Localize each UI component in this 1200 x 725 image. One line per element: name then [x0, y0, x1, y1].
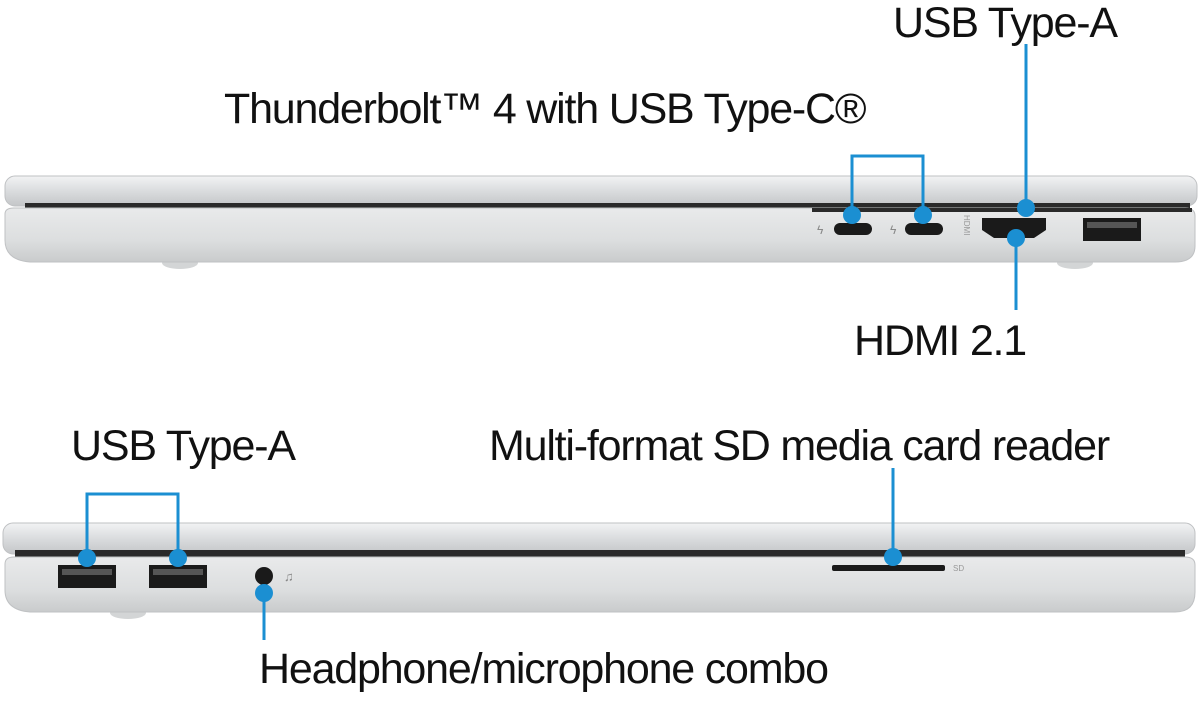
usb-a-port-right	[1083, 218, 1141, 241]
sd-port-mark: SD	[953, 564, 965, 573]
usb-a-port-left-1	[58, 565, 116, 588]
thunderbolt-port-1	[834, 223, 872, 235]
laptop-left-side: ♫	[2, 522, 1196, 619]
hdmi-port	[982, 218, 1046, 238]
thunderbolt-port-2	[905, 223, 943, 235]
sd-reader-label: Multi-format SD media card reader	[489, 422, 1110, 470]
thunderbolt-icon: ϟ	[817, 223, 824, 237]
thunderbolt-icon: ϟ	[890, 223, 897, 237]
headphone-icon: ♫	[284, 569, 294, 584]
sd-card-slot	[832, 565, 945, 571]
headphone-jack	[255, 567, 273, 585]
usb-type-a-label-bottom: USB Type-A	[71, 422, 296, 470]
hdmi-label: HDMI 2.1	[854, 317, 1027, 365]
headphone-label: Headphone/microphone combo	[259, 645, 829, 693]
usb-a-port-left-2	[149, 565, 207, 588]
laptop-right-side: ϟ ϟ	[4, 175, 1198, 269]
callout-dots	[78, 199, 1035, 602]
hdmi-port-mark: HDMI	[962, 215, 971, 236]
usb-type-a-label-top: USB Type-A	[893, 0, 1118, 47]
thunderbolt-label: Thunderbolt™ 4 with USB Type-C®	[224, 85, 867, 133]
